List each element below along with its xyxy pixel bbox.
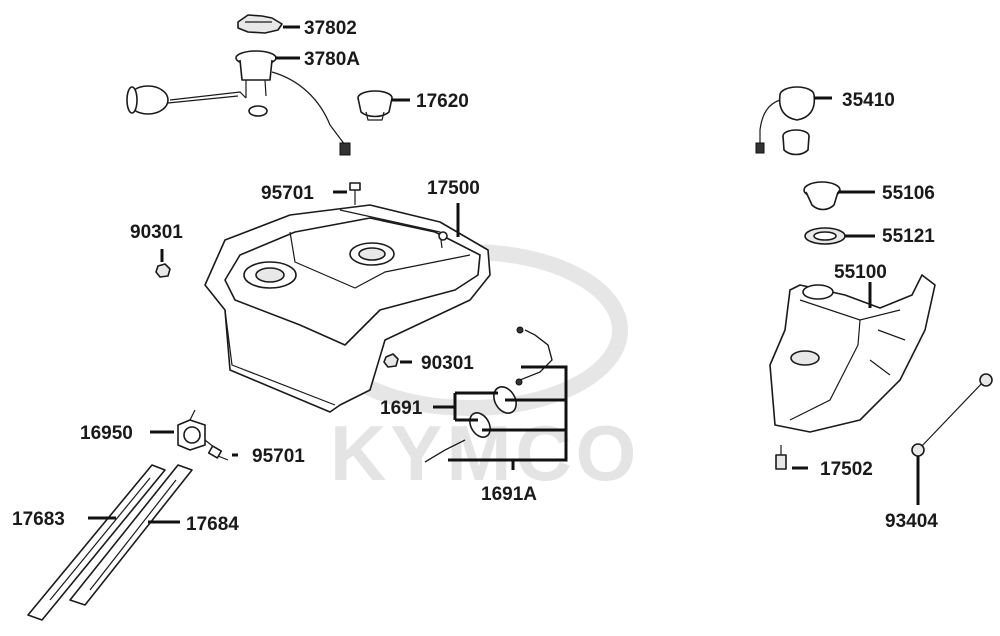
part-93404-rod [911,373,993,457]
leader-lines [88,25,920,524]
label-1691: 1691 [380,398,423,419]
part-55121-gasket [804,227,846,245]
label-17500: 17500 [427,178,480,199]
part-90301-nut-left [155,263,171,278]
label-93404: 93404 [885,511,938,532]
part-17684-strap [69,464,193,606]
label-95701-bottom: 95701 [252,446,305,467]
label-90301-mid: 90301 [421,353,474,374]
label-1691A: 1691A [481,484,537,505]
part-95701-screw-bottom [207,445,229,461]
label-95701-top: 95701 [261,183,314,204]
callout-labels: 37802 3780A 17620 35410 95701 17500 5510… [12,18,938,535]
part-95701-screw-top [349,182,361,205]
label-55121: 55121 [882,226,935,247]
part-17502-bolt [775,445,787,470]
part-17683-strap [27,464,166,621]
label-37802: 37802 [304,18,357,39]
label-3780A: 3780A [304,49,360,70]
label-55106: 55106 [882,183,935,204]
label-17684: 17684 [186,514,239,535]
label-16950: 16950 [80,423,133,444]
label-90301-left: 90301 [130,222,183,243]
part-17620-cap [357,90,393,121]
part-37802-lock-ring [237,14,283,34]
part-17500-fuel-tank [204,204,491,413]
part-35410-filler-cap [755,86,816,156]
part-16950-fuel-cock [177,409,216,451]
part-90301-nut-mid [383,353,399,368]
label-17683: 17683 [12,509,65,530]
label-35410: 35410 [842,90,895,111]
label-17502: 17502 [820,459,873,480]
label-55100: 55100 [834,262,887,283]
part-55100-oil-tank [769,274,936,433]
part-3780A-fuel-sender [126,50,351,156]
label-17620: 17620 [416,91,469,112]
part-55106-cap [803,181,841,211]
